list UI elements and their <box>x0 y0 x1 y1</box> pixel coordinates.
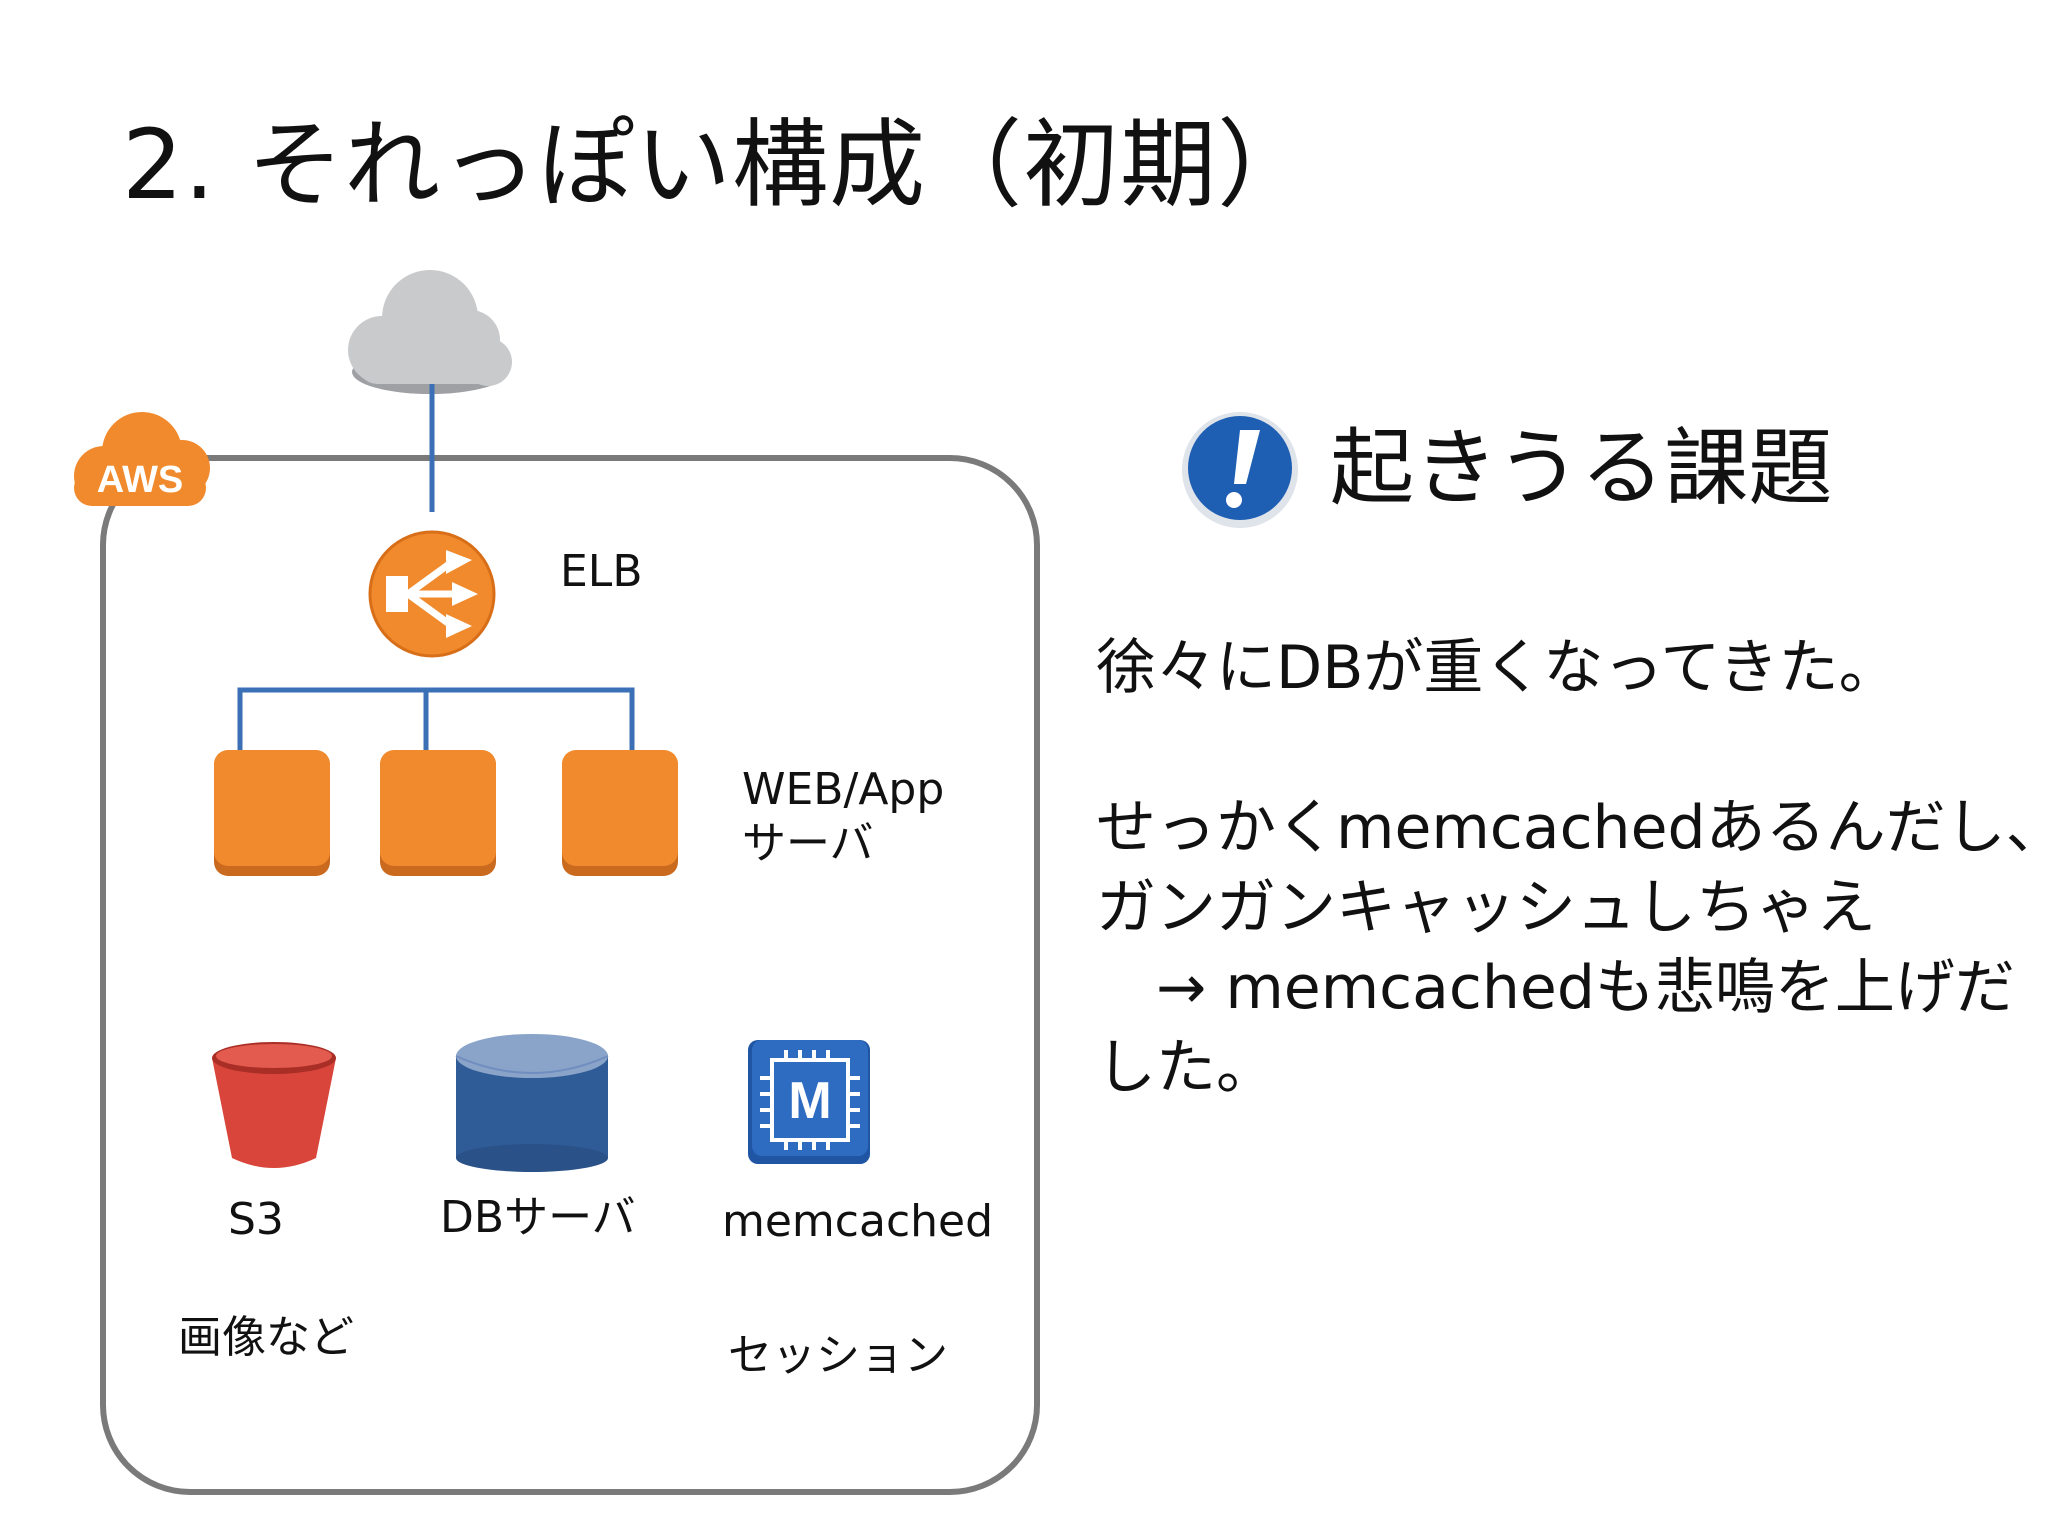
issue-line-2: せっかくmemcachedあるんだし、 <box>1096 793 2048 863</box>
web-server-1 <box>214 750 330 876</box>
memcached-chip-icon: M <box>748 1040 870 1164</box>
elb-web-connectors <box>237 687 635 760</box>
aws-badge-text: AWS <box>97 459 184 501</box>
memcached-icon-letter: M <box>788 1072 831 1130</box>
issues-heading: 起きうる課題 <box>1330 419 1833 517</box>
exclamation-icon <box>1182 412 1298 528</box>
elb-icon <box>368 530 496 658</box>
db-server-icon <box>455 1034 609 1172</box>
aws-boundary <box>100 455 1040 1495</box>
s3-label: S3 <box>228 1194 284 1245</box>
web-app-label-line2: サーバ <box>742 818 874 869</box>
memcached-sublabel: セッション <box>728 1330 948 1381</box>
issue-line-4: → memcachedも悲鳴を上げだ <box>1096 953 2015 1023</box>
slide-title: 2. それっぽい構成（初期） <box>122 109 1315 221</box>
issue-line-5: した。 <box>1096 1033 1276 1103</box>
db-server-label: DBサーバ <box>440 1192 636 1243</box>
web-server-3 <box>562 750 678 876</box>
issue-line-3: ガンガンキャッシュしちゃえ <box>1096 873 1876 943</box>
s3-sublabel: 画像など <box>178 1312 354 1363</box>
issue-line-1: 徐々にDBが重くなってきた。 <box>1096 633 1899 703</box>
memcached-label: memcached <box>722 1196 994 1247</box>
web-app-label-line1: WEB/App <box>742 764 945 815</box>
web-server-2 <box>380 750 496 876</box>
internet-cloud-icon <box>348 270 512 394</box>
aws-cloud-badge-icon: AWS <box>74 412 210 506</box>
s3-bucket-icon <box>212 1042 336 1168</box>
elb-label: ELB <box>560 546 643 597</box>
